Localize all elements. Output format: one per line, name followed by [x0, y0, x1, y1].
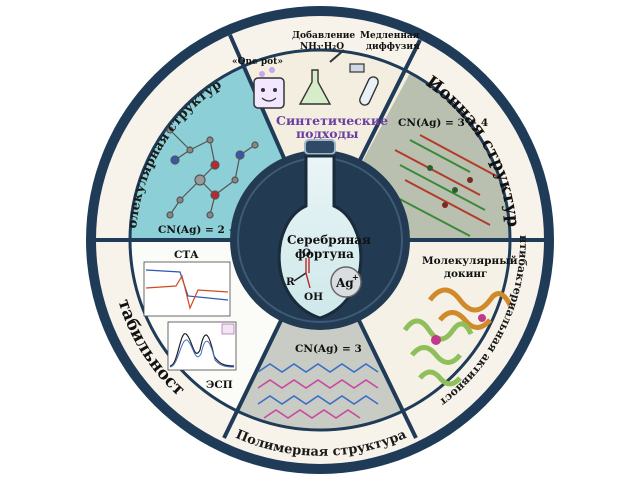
ionic-cn-label: CN(Ag) = 3 + 4 [398, 117, 488, 129]
method-diffusion-line1: Медленная [360, 31, 420, 41]
ion-charge: + [352, 272, 359, 282]
esp-spectrum [167, 321, 237, 371]
molecular-cn-label: CN(Ag) = 2 + 3 [158, 224, 248, 236]
ion-symbol: Ag [335, 276, 354, 290]
ionic-structure-illustration [391, 134, 501, 237]
flask-addition-illustration [298, 49, 345, 105]
sta-thermogram [143, 261, 231, 317]
synthesis-title-line1: Синтетические [276, 113, 388, 128]
polymer-cn-label: CN(Ag) = 3 [295, 343, 362, 355]
diffusion-tube-illustration [349, 63, 379, 106]
molecular-structure-illustration [166, 126, 259, 219]
method-one-pot-label: «One pot» [232, 57, 283, 67]
method-addition-line1: Добавление [292, 30, 355, 41]
polymer-chain-illustration [257, 363, 379, 419]
one-pot-illustration [253, 67, 285, 109]
formula-oh: OH [304, 291, 323, 303]
center-title-line2: фортуна [295, 247, 354, 261]
method-diffusion-line2: диффузия [366, 42, 420, 52]
docking-label-line1: Молекулярный [422, 255, 518, 267]
carboxylate-formula: R O OH [286, 247, 323, 303]
inner-disk-border [128, 48, 512, 432]
formula-r: R [286, 276, 295, 288]
silver-ion-badge: Ag + [330, 266, 362, 298]
synthesis-title-line2: подходы [296, 126, 359, 141]
docking-label-line2: докинг [444, 268, 488, 280]
method-addition-line2: NH₃·H₂O [300, 42, 344, 52]
center-title-line1: Серебряная [287, 233, 371, 247]
formula-o: O [302, 247, 311, 259]
sta-label: СТА [174, 249, 199, 261]
esp-label: ЭСП [206, 379, 233, 391]
protein-docking-illustration [402, 287, 513, 387]
